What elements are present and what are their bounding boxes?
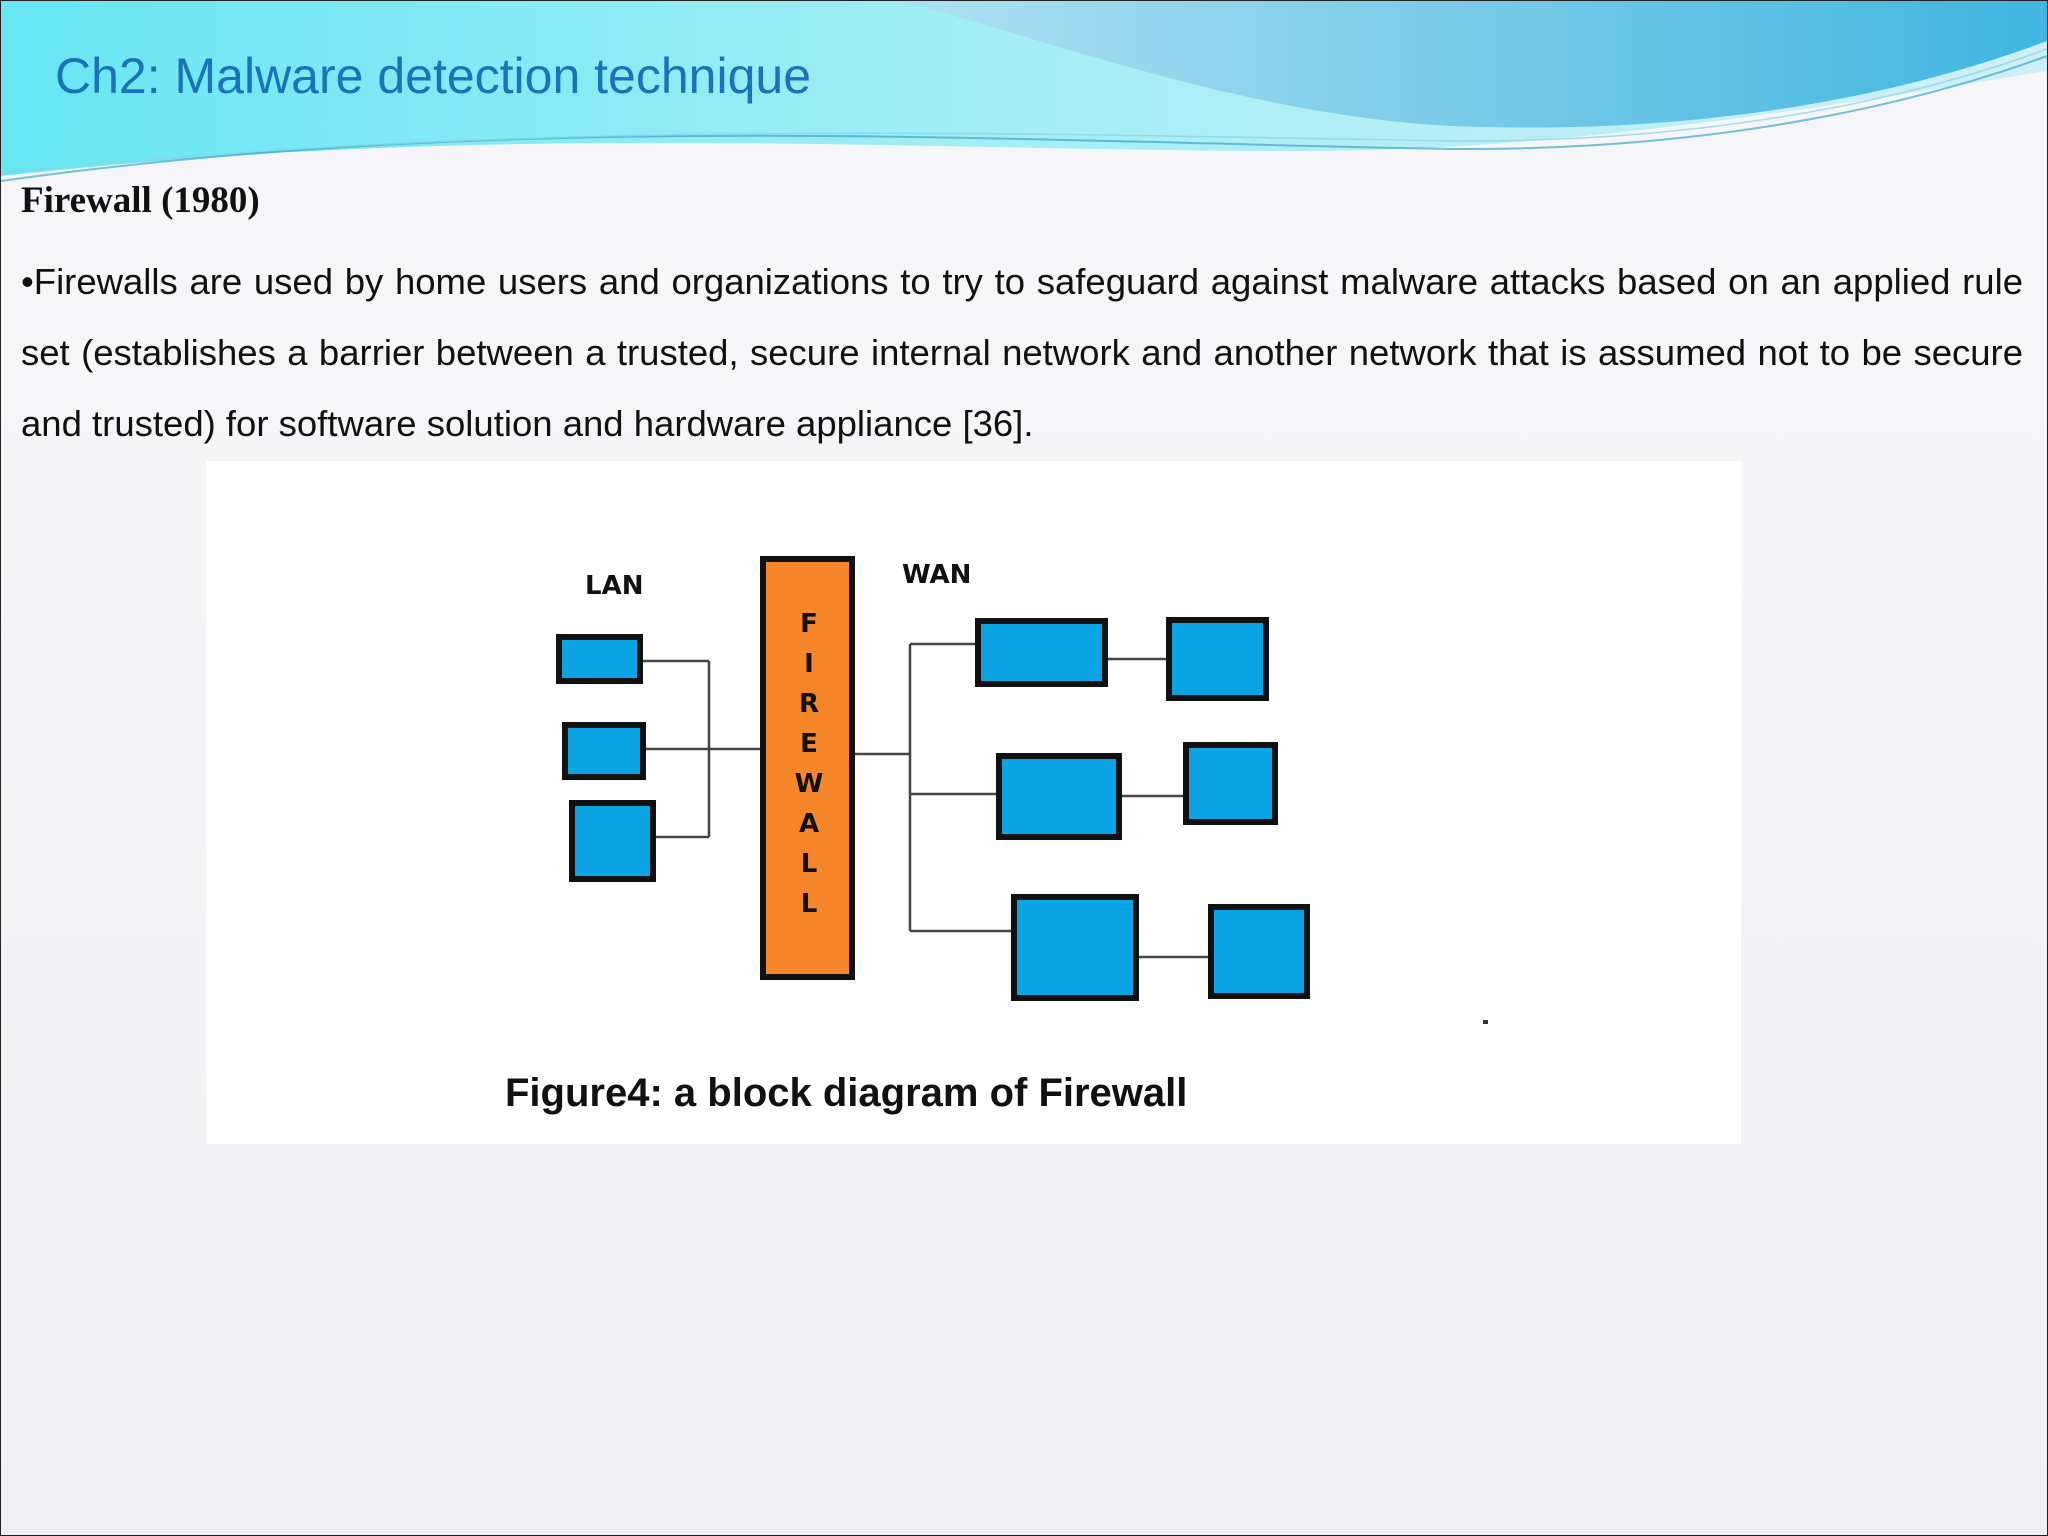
firewall-figure: LAN WAN F I R E W A L L xyxy=(206,461,1741,1144)
firewall-letter: F xyxy=(800,609,818,639)
lan-node xyxy=(569,800,656,882)
firewall-letter: E xyxy=(800,729,818,759)
firewall-block-diagram: LAN WAN F I R E W A L L xyxy=(556,556,1488,1024)
firewall-letter: I xyxy=(804,649,814,679)
firewall-letter: W xyxy=(795,769,824,799)
slide-title: Ch2: Malware detection technique xyxy=(55,48,812,104)
firewall-letter: L xyxy=(801,889,818,919)
connection-lines xyxy=(640,642,1211,959)
firewall-letter: R xyxy=(799,689,819,719)
wan-node xyxy=(1166,617,1269,701)
lan-node xyxy=(562,722,646,780)
lan-label: LAN xyxy=(585,571,643,601)
wan-label: WAN xyxy=(902,560,971,590)
wan-nodes xyxy=(975,617,1310,1001)
lan-nodes xyxy=(556,634,656,882)
lan-node xyxy=(556,634,643,684)
wan-node xyxy=(996,753,1122,840)
header-wave-decoration xyxy=(1,1,2047,182)
figure-caption: Figure4: a block diagram of Firewall xyxy=(505,1071,1188,1115)
firewall-letters: F I R E W A L L xyxy=(795,609,824,919)
firewall-letter: A xyxy=(799,809,819,839)
bullet-paragraph: •Firewalls are used by home users and or… xyxy=(21,261,2023,444)
stray-dot xyxy=(1483,1020,1488,1024)
wan-node xyxy=(1208,904,1310,999)
wan-node xyxy=(1011,894,1139,1001)
section-heading: Firewall (1980) xyxy=(21,180,260,221)
firewall-block xyxy=(760,556,855,980)
wan-node xyxy=(975,618,1108,687)
wan-node xyxy=(1183,742,1278,825)
firewall-letter: L xyxy=(801,849,818,879)
